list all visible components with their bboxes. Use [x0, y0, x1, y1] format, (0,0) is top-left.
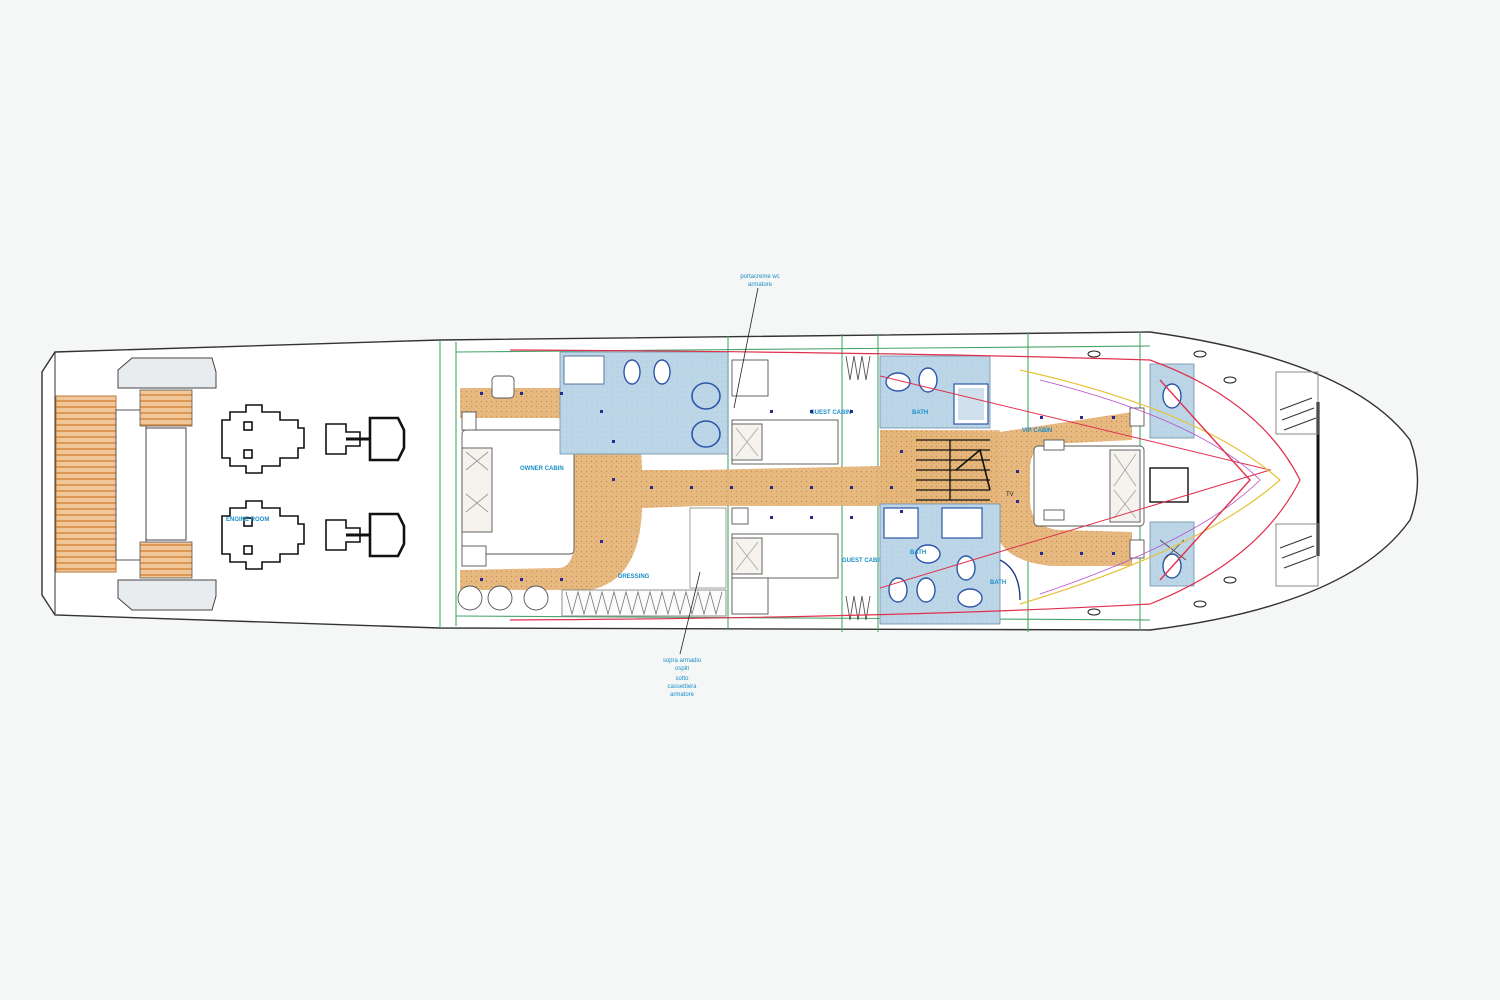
- owner-washbasin-1: [691, 382, 721, 410]
- dressing-label: DRESSING: [618, 574, 650, 580]
- aft-steps-lower: [139, 541, 193, 579]
- bottom-note-leader: [679, 571, 701, 655]
- owner-cabin-label: OWNER CABIN: [520, 466, 564, 472]
- note-bottom-4: cassettiera: [667, 684, 697, 690]
- note-bottom-5: armatore: [670, 692, 695, 698]
- owner-washbasin-2: [691, 420, 721, 448]
- note-bottom-2: ospiti: [675, 666, 689, 672]
- note-top-1: portacreme wc: [740, 274, 779, 280]
- vip-cabin-label: VIP CABIN: [1022, 428, 1052, 434]
- vip-cabin: [1033, 407, 1145, 559]
- staircase: [916, 439, 991, 501]
- dressing-closet: [561, 589, 727, 617]
- bath-upper: [879, 355, 991, 429]
- ceiling-lights: [480, 392, 1115, 581]
- owner-bath: [559, 351, 729, 455]
- owner-cabin: [457, 375, 575, 611]
- engine-room: [221, 404, 406, 570]
- bath-upper-label: BATH: [912, 410, 928, 416]
- note-bottom-3: sotto: [675, 676, 689, 682]
- guest-cabin-lower: [731, 507, 871, 621]
- top-note-leader: [733, 287, 759, 409]
- guest-cabin-lower-label: GUEST CABIN: [842, 558, 883, 564]
- owner-toilet: [623, 359, 641, 385]
- swim-platform: [55, 395, 117, 573]
- guest-cabin-upper-label: GUEST CABIN: [810, 410, 851, 416]
- aft-steps-upper: [139, 389, 193, 427]
- note-top-2: armatore: [748, 282, 773, 288]
- bow-fittings: [1087, 350, 1320, 616]
- forward-heads: [1149, 363, 1195, 587]
- bath-mid-label: BATH: [910, 550, 926, 556]
- bath-lower-label: BATH: [990, 580, 1006, 586]
- bath-lower: [879, 503, 1021, 625]
- engine-port: [221, 500, 406, 570]
- engine-room-label: ENGINE ROOM: [226, 517, 269, 523]
- profile-lines: [509, 349, 1301, 621]
- tv-label: TV: [1006, 492, 1014, 498]
- note-bottom-1: sopra armadio: [663, 658, 702, 664]
- engine-starboard: [221, 404, 406, 474]
